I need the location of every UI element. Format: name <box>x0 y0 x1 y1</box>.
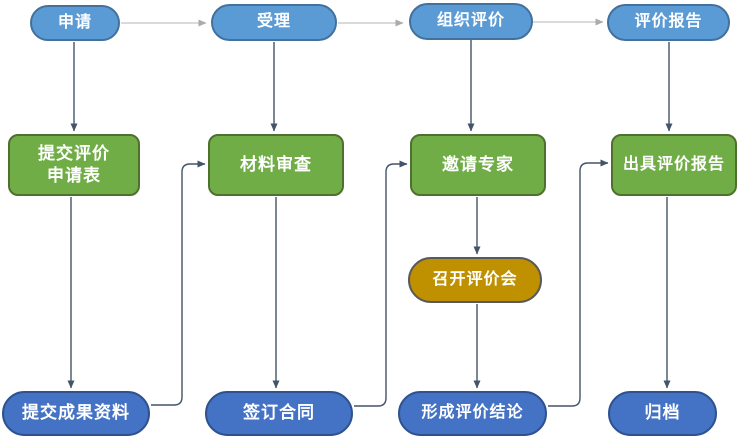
node-evaluation-report: 评价报告 <box>607 4 730 41</box>
node-invite-experts: 邀请专家 <box>410 134 546 196</box>
node-accept-label: 受理 <box>256 13 291 31</box>
elbow-conclusion-to-issue-report <box>548 159 609 407</box>
node-archive-label: 归档 <box>644 403 681 423</box>
node-hold-evaluation-meeting: 召开评价会 <box>408 257 542 303</box>
node-submit-achievement-materials: 提交成果资料 <box>2 391 150 436</box>
node-submit-achievement-materials-label: 提交成果资料 <box>22 403 130 423</box>
node-evaluation-report-label: 评价报告 <box>634 13 703 31</box>
node-issue-evaluation-report-label: 出具评价报告 <box>622 155 725 173</box>
node-form-evaluation-conclusion: 形成评价结论 <box>398 391 547 436</box>
node-organize-evaluation: 组织评价 <box>409 3 533 40</box>
node-sign-contract: 签订合同 <box>205 391 353 436</box>
node-apply-label: 申请 <box>57 13 92 31</box>
node-organize-evaluation-label: 组织评价 <box>436 12 505 30</box>
node-material-review: 材料审查 <box>208 134 344 196</box>
node-material-review-label: 材料审查 <box>240 154 312 174</box>
node-hold-evaluation-meeting-label: 召开评价会 <box>432 270 518 288</box>
node-invite-experts-label: 邀请专家 <box>442 154 514 174</box>
node-accept: 受理 <box>211 4 337 41</box>
node-form-evaluation-conclusion-label: 形成评价结论 <box>421 404 524 422</box>
elbow-contract-to-invite-experts <box>354 160 408 407</box>
node-sign-contract-label: 签订合同 <box>243 403 315 423</box>
node-submit-application-form: 提交评价申请表 <box>8 134 140 196</box>
node-apply: 申请 <box>30 5 120 41</box>
node-issue-evaluation-report: 出具评价报告 <box>611 134 737 196</box>
node-archive: 归档 <box>608 391 717 436</box>
elbow-materials-to-material-review <box>151 160 206 406</box>
node-submit-application-form-label: 提交评价申请表 <box>38 143 110 185</box>
